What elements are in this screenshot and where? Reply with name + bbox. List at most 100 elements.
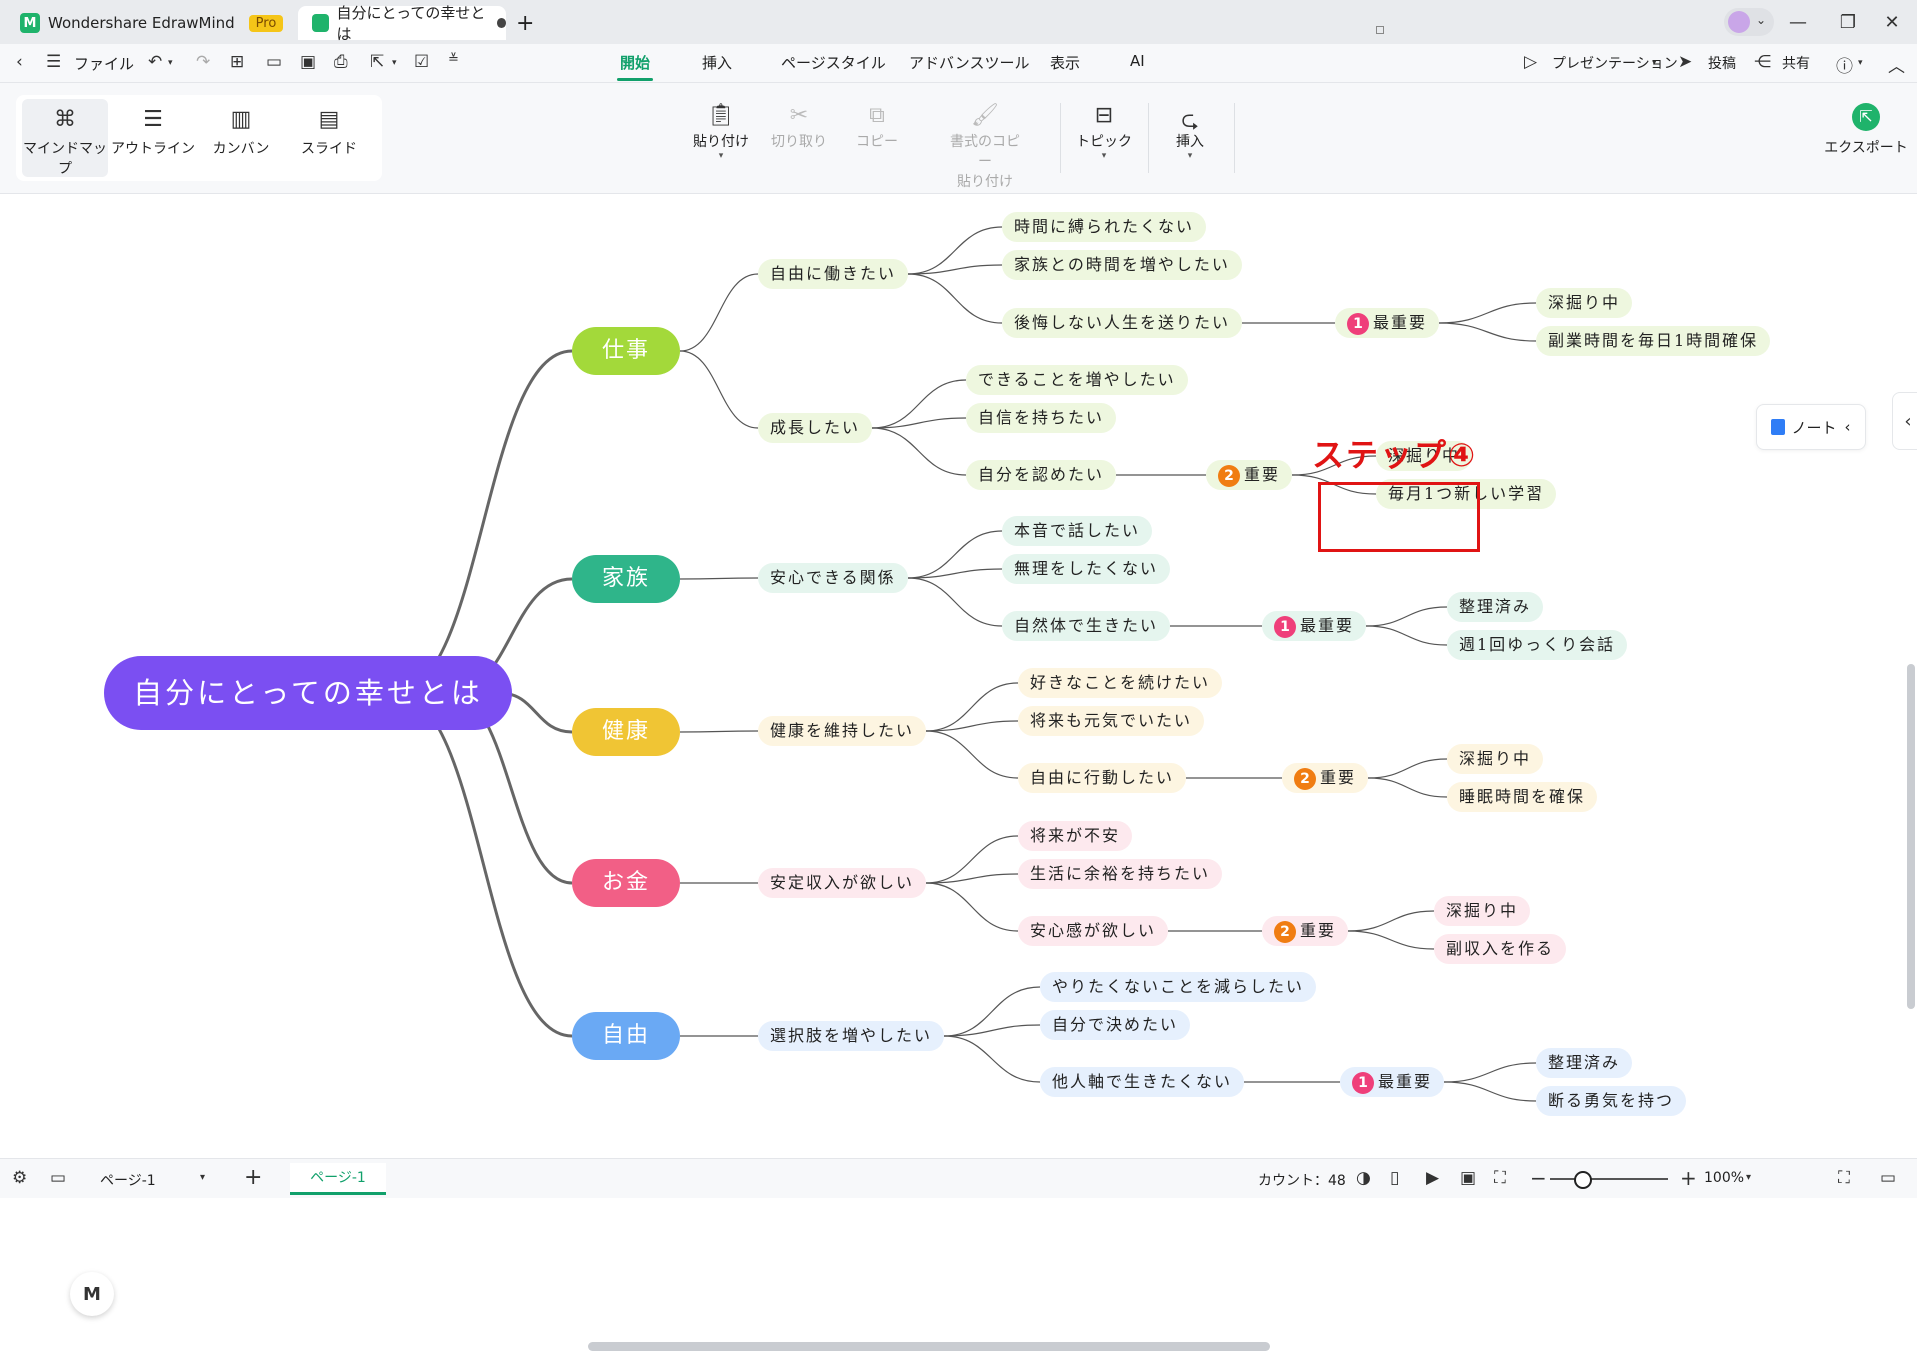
priority-child-topic[interactable]: 週1回ゆっくり会話 (1447, 630, 1628, 660)
fullscreen-icon[interactable]: ⛶ (1838, 1168, 1850, 1188)
new-file-icon[interactable]: ⊞ (230, 52, 245, 72)
page-select[interactable]: ページ-1 (100, 1173, 156, 1189)
leaf-topic[interactable]: 好きなことを続けたい (1018, 668, 1223, 698)
mindmap-canvas[interactable]: 仕事自由に働きたい時間に縛られたくない家族との時間を増やしたい後悔しない人生を送… (0, 194, 1917, 1351)
presentation-button[interactable]: プレゼンテーション (1552, 56, 1678, 72)
undo-dropdown-icon[interactable]: ▾ (168, 58, 173, 68)
zoom-slider-thumb[interactable] (1574, 1171, 1592, 1189)
help-icon[interactable]: ⓘ (1836, 57, 1853, 77)
view-kanban-button[interactable]: ▥ カンバン (198, 99, 284, 177)
app-tab[interactable]: M Wondershare EdrawMind Pro (0, 6, 292, 40)
view-slide-button[interactable]: ▤ スライド (286, 99, 372, 177)
leaf-topic[interactable]: 他人軸で生きたくない (1040, 1067, 1245, 1097)
send-icon[interactable]: ➤ (1678, 52, 1693, 72)
page-tab[interactable]: ページ-1 (290, 1163, 386, 1195)
sub-topic[interactable]: 安心できる関係 (758, 563, 908, 593)
side-panel-toggle[interactable]: ‹ (1892, 392, 1917, 450)
presentation-icon[interactable]: ▷ (1524, 52, 1538, 72)
page-select-dropdown-icon[interactable]: ▾ (200, 1172, 206, 1183)
fit-page-icon[interactable]: ▣ (1460, 1168, 1477, 1188)
leaf-topic[interactable]: 自分で決めたい (1040, 1010, 1191, 1040)
main-topic-money[interactable]: お金 (572, 859, 680, 907)
priority-child-topic[interactable]: 整理済み (1447, 592, 1544, 622)
main-topic-freedom[interactable]: 自由 (572, 1012, 680, 1060)
note-button[interactable]: ノート ‹ (1756, 404, 1866, 450)
zoom-out-icon[interactable]: − (1530, 1166, 1547, 1190)
tab-page-style[interactable]: ページスタイル (781, 54, 886, 72)
back-icon[interactable]: ‹ (16, 52, 23, 72)
open-folder-icon[interactable]: ▭ (266, 52, 283, 72)
priority-child-topic[interactable]: 断る勇気を持つ (1536, 1086, 1687, 1116)
leaf-topic[interactable]: 本音で話したい (1002, 516, 1153, 546)
leaf-topic[interactable]: 自分を認めたい (966, 460, 1117, 490)
leaf-topic[interactable]: 時間に縛られたくない (1002, 212, 1207, 242)
priority-child-topic[interactable]: 副業時間を毎日1時間確保 (1536, 326, 1771, 356)
sub-topic[interactable]: 選択肢を増やしたい (758, 1021, 945, 1051)
leaf-topic[interactable]: 無理をしたくない (1002, 554, 1171, 584)
sub-topic[interactable]: 健康を維持したい (758, 716, 927, 746)
post-button[interactable]: 投稿 (1708, 56, 1736, 72)
zoom-slider-track[interactable] (1550, 1178, 1668, 1180)
paste-button[interactable]: 📋︎ 貼り付け ▾ (690, 103, 752, 161)
priority-child-topic[interactable]: 深掘り中 (1376, 441, 1473, 471)
tab-view[interactable]: 表示 (1050, 54, 1081, 72)
leaf-topic[interactable]: できることを増やしたい (966, 365, 1188, 395)
insert-button[interactable]: ⮎ 挿入 ▾ (1164, 103, 1216, 161)
tab-home[interactable]: 開始 (620, 54, 651, 72)
minimize-icon[interactable]: — (1789, 11, 1807, 33)
view-outline-button[interactable]: ☰ アウトライン (110, 99, 196, 177)
share-icon[interactable]: ⋲ (1754, 52, 1771, 72)
zoom-dropdown-icon[interactable]: ▾ (1746, 1172, 1752, 1183)
undo-icon[interactable]: ↶ (148, 52, 163, 72)
presentation-dropdown-icon[interactable]: ▾ (1652, 58, 1657, 68)
redo-icon[interactable]: ↷ (196, 52, 211, 72)
priority-child-topic[interactable]: 睡眠時間を確保 (1447, 782, 1598, 812)
fullscreen-fit-icon[interactable]: ⛶ (1494, 1168, 1506, 1188)
leaf-topic[interactable]: 将来が不安 (1018, 821, 1133, 851)
priority-child-topic[interactable]: 副収入を作る (1434, 934, 1567, 964)
main-topic-health[interactable]: 健康 (572, 708, 680, 756)
priority-child-topic[interactable]: 深掘り中 (1536, 288, 1633, 318)
leaf-topic[interactable]: 将来も元気でいたい (1018, 706, 1205, 736)
leaf-topic[interactable]: 自由に行動したい (1018, 763, 1187, 793)
view-mindmap-button[interactable]: ⌘ マインドマップ (22, 99, 108, 177)
book-icon[interactable]: ▯ (1390, 1168, 1400, 1188)
priority-child-topic[interactable]: 整理済み (1536, 1048, 1633, 1078)
close-icon[interactable]: ✕ (1884, 11, 1900, 33)
tab-insert[interactable]: 挿入 (702, 54, 733, 72)
copy-button[interactable]: ⧉ コピー (850, 103, 904, 151)
leaf-topic[interactable]: 生活に余裕を持ちたい (1018, 859, 1223, 889)
account-avatar[interactable]: ⌄ (1724, 8, 1774, 36)
collapse-ribbon-icon[interactable]: ︿ (1888, 57, 1905, 77)
leaf-topic[interactable]: 自然体で生きたい (1002, 611, 1171, 641)
save-icon[interactable]: ▣ (300, 52, 317, 72)
layout-settings-icon[interactable]: ⚙ (12, 1168, 28, 1188)
export-dropdown-icon[interactable]: ▾ (392, 58, 397, 68)
zoom-in-icon[interactable]: + (1680, 1166, 1697, 1190)
priority-child-topic[interactable]: 深掘り中 (1447, 744, 1544, 774)
theme-icon[interactable]: ◑ (1356, 1168, 1371, 1188)
vertical-scrollbar[interactable] (1907, 664, 1915, 1009)
leaf-topic[interactable]: 自信を持ちたい (966, 403, 1117, 433)
sub-topic[interactable]: 成長したい (758, 413, 873, 443)
root-topic[interactable]: 自分にとっての幸せとは (104, 656, 512, 730)
sub-topic[interactable]: 自由に働きたい (758, 259, 909, 289)
sub-topic[interactable]: 安定収入が欲しい (758, 868, 927, 898)
restore-icon[interactable]: ❐ (1839, 11, 1857, 33)
play-icon[interactable]: ▶ (1426, 1168, 1440, 1188)
page-view-icon[interactable]: ▭ (50, 1168, 67, 1188)
tab-ai[interactable]: AI (1130, 52, 1145, 70)
hamburger-icon[interactable]: ☰ (46, 52, 62, 72)
topic-button[interactable]: ⊟ トピック ▾ (1076, 103, 1132, 161)
file-menu[interactable]: ファイル (74, 55, 135, 73)
export-button[interactable]: ⇱ エクスポート (1824, 103, 1908, 157)
tab-advanced-tools[interactable]: アドバンスツール (909, 54, 1030, 72)
document-tab[interactable]: 自分にとっての幸せとは (298, 4, 506, 43)
print-icon[interactable]: ⎙ (334, 52, 348, 72)
